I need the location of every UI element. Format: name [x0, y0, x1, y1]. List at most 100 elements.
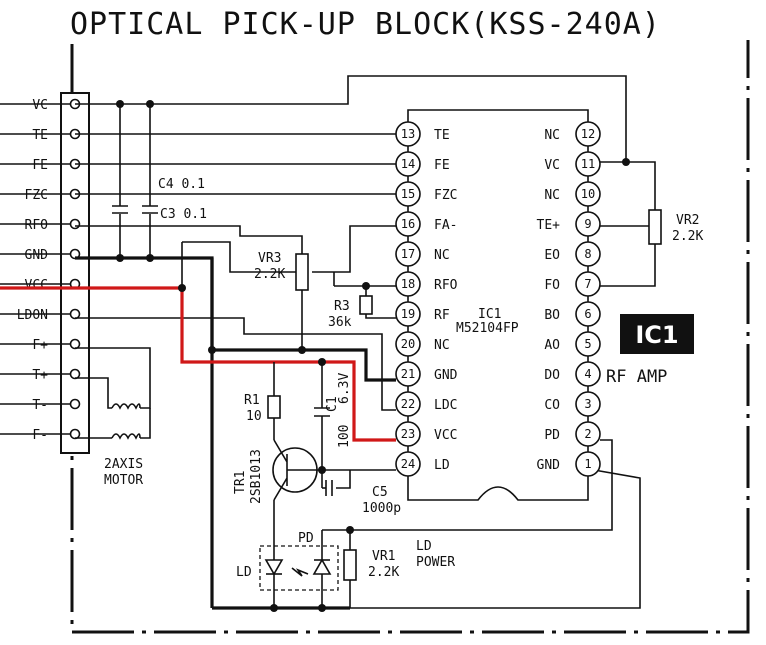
ic-pin-name: GND — [537, 458, 561, 473]
connector-pin — [69, 338, 81, 350]
connector-pin — [69, 428, 81, 440]
ic-pin — [395, 151, 421, 177]
connector-label: VC — [32, 98, 48, 113]
ic-pin — [575, 361, 601, 387]
ic-pin-name: TE — [434, 128, 450, 143]
ic-pin — [395, 361, 421, 387]
ic-pin — [575, 151, 601, 177]
connector-label: T- — [32, 398, 48, 413]
ic-pin-name: VC — [544, 158, 560, 173]
ic-pin — [395, 421, 421, 447]
ic-pin-number: 8 — [584, 247, 591, 261]
ic1-body — [407, 109, 589, 501]
ic-pin-number: 4 — [584, 367, 591, 381]
ic-pin-number: 11 — [581, 157, 595, 171]
ic-pin-name: AO — [544, 338, 560, 353]
motor-label-line2: MOTOR — [104, 473, 143, 488]
ic-pin-name: NC — [434, 338, 450, 353]
ic-pin — [575, 241, 601, 267]
ic-pin — [575, 331, 601, 357]
ic-pin — [575, 121, 601, 147]
ic-pin-name: NC — [544, 188, 560, 203]
ld-diode-label: LD — [236, 565, 252, 580]
ic-pin-name: CO — [544, 398, 560, 413]
ic-pin-number: 1 — [584, 457, 591, 471]
c4-value: 0.1 — [181, 177, 204, 192]
connector-label: F+ — [32, 338, 48, 353]
ic-pin-number: 16 — [401, 217, 415, 231]
component-labels: C4 0.1 C3 0.1 VR3 2.2K R3 36k VR2 2.2K R… — [104, 177, 703, 580]
ic-pin — [575, 181, 601, 207]
c3-ref: C3 — [160, 207, 176, 222]
c3-value: 0.1 — [183, 207, 206, 222]
r3-value: 36k — [328, 315, 352, 330]
ic-pin-name: FE — [434, 158, 450, 173]
ic-pin — [575, 301, 601, 327]
connector-pin — [69, 398, 81, 410]
ic-pin — [575, 391, 601, 417]
ic-pin-number: 5 — [584, 337, 591, 351]
vr1-ref: VR1 — [372, 549, 395, 564]
ic-pin — [575, 421, 601, 447]
ic-pin-name: NC — [434, 248, 450, 263]
svg-text:C3 0.1: C3 0.1 — [160, 207, 207, 222]
ic-pin — [395, 181, 421, 207]
ic-pin-name: LDC — [434, 398, 457, 413]
connector-strip — [60, 92, 90, 454]
connector-label: VCC — [25, 278, 48, 293]
ic-pin-number: 7 — [584, 277, 591, 291]
connector-label: LDON — [17, 308, 48, 323]
connector-label: TE — [32, 128, 48, 143]
ic-pin — [395, 121, 421, 147]
c1-voltage: 6.3V — [337, 373, 352, 404]
connector-label: FE — [32, 158, 48, 173]
vr1-function-line1: LD — [416, 539, 432, 554]
ic-pin-name: LD — [434, 458, 450, 473]
connector-label: F- — [32, 428, 48, 443]
ic-pin-name: RF — [434, 308, 450, 323]
connector-pin — [69, 218, 81, 230]
ic-pin-name: EO — [544, 248, 560, 263]
ic-pin-number: 18 — [401, 277, 415, 291]
c5-value: 1000p — [362, 501, 401, 516]
ic-pin-name: FO — [544, 278, 560, 293]
c1-value: 100 — [337, 425, 352, 448]
ic-pin-number: 14 — [401, 157, 415, 171]
ic-pin-name: TE+ — [537, 218, 561, 233]
ic1-badge — [620, 314, 694, 354]
ic-pin-number: 24 — [401, 457, 415, 471]
ic-pin-number: 15 — [401, 187, 415, 201]
wiring — [0, 75, 662, 610]
vr2-ref: VR2 — [676, 213, 699, 228]
ic-pin-number: 3 — [584, 397, 591, 411]
ic-pin-name: NC — [544, 128, 560, 143]
ic-pin — [395, 391, 421, 417]
connector-pin — [69, 368, 81, 380]
diagram-title: OPTICAL PICK-UP BLOCK(KSS-240A) — [70, 7, 661, 42]
ic-pin-number: 22 — [401, 397, 415, 411]
c1-ref: C1 — [325, 396, 340, 412]
ic1-part-number: M52104FP — [456, 321, 519, 336]
r1-value: 10 — [246, 409, 262, 424]
c4-ref: C4 — [158, 177, 174, 192]
ic-pin-number: 20 — [401, 337, 415, 351]
ic-pin — [575, 451, 601, 477]
svg-text:C4 0.1: C4 0.1 — [158, 177, 205, 192]
ic-pin-name: FA- — [434, 218, 457, 233]
ic-pin — [575, 211, 601, 237]
ic-pin-number: 21 — [401, 367, 415, 381]
ic-pin — [395, 241, 421, 267]
ic-pin-name: VCC — [434, 428, 457, 443]
ic-pin-name: RFO — [434, 278, 458, 293]
ic-pin-number: 17 — [401, 247, 415, 261]
ic-pin — [575, 271, 601, 297]
ic-pin-number: 12 — [581, 127, 595, 141]
ic-pin-number: 23 — [401, 427, 415, 441]
connector-label: T+ — [32, 368, 48, 383]
ic-pin-name: DO — [544, 368, 560, 383]
vr3-value: 2.2K — [254, 267, 285, 282]
ic-pin-name: PD — [544, 428, 560, 443]
